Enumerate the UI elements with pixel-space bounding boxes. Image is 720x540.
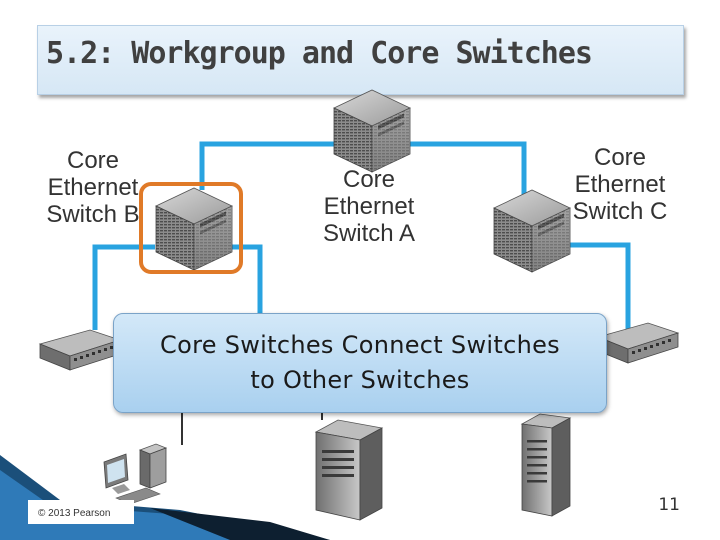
server-right-icon [520,413,572,517]
link-b-to-left-workgroup [92,244,155,330]
label-line: Switch A [322,220,416,247]
label-core-switch-b: Core Ethernet Switch B [30,147,156,228]
label-line: Ethernet [574,171,666,198]
label-core-switch-c: Core Ethernet Switch C [560,144,680,225]
label-line: Ethernet [47,174,139,201]
label-line: Core [342,166,396,193]
label-line: Core [66,147,120,174]
callout-line-2: to Other Switches [250,366,470,394]
link-c-to-right-workgroup [556,242,631,330]
workgroup-switch-left-icon [39,329,121,371]
copyright-text: © 2013 Pearson [38,508,111,519]
highlight-box [139,182,243,274]
label-core-switch-a: Core Ethernet Switch A [305,166,433,247]
server-left-icon [314,419,384,521]
core-switch-c-icon [493,189,571,273]
slide-title: 5.2: Workgroup and Core Switches [46,36,593,71]
core-switch-a-icon [333,89,411,173]
workgroup-switch-right-icon [597,322,679,364]
callout-box: Core Switches Connect Switches to Other … [113,313,607,413]
label-line: Switch B [46,201,140,228]
callout-text: Core Switches Connect Switches to Other … [160,328,560,398]
link-b-down [222,244,263,318]
copyright-box [28,500,134,524]
page-number: 11 [658,495,680,515]
callout-line-1: Core Switches Connect Switches [160,331,560,359]
label-line: Switch C [572,198,668,225]
label-line: Core [593,144,647,171]
desktop-pc-icon [103,443,168,505]
core-switch-b-icon [155,187,233,271]
label-line: Ethernet [323,193,415,220]
title-banner [37,25,684,95]
